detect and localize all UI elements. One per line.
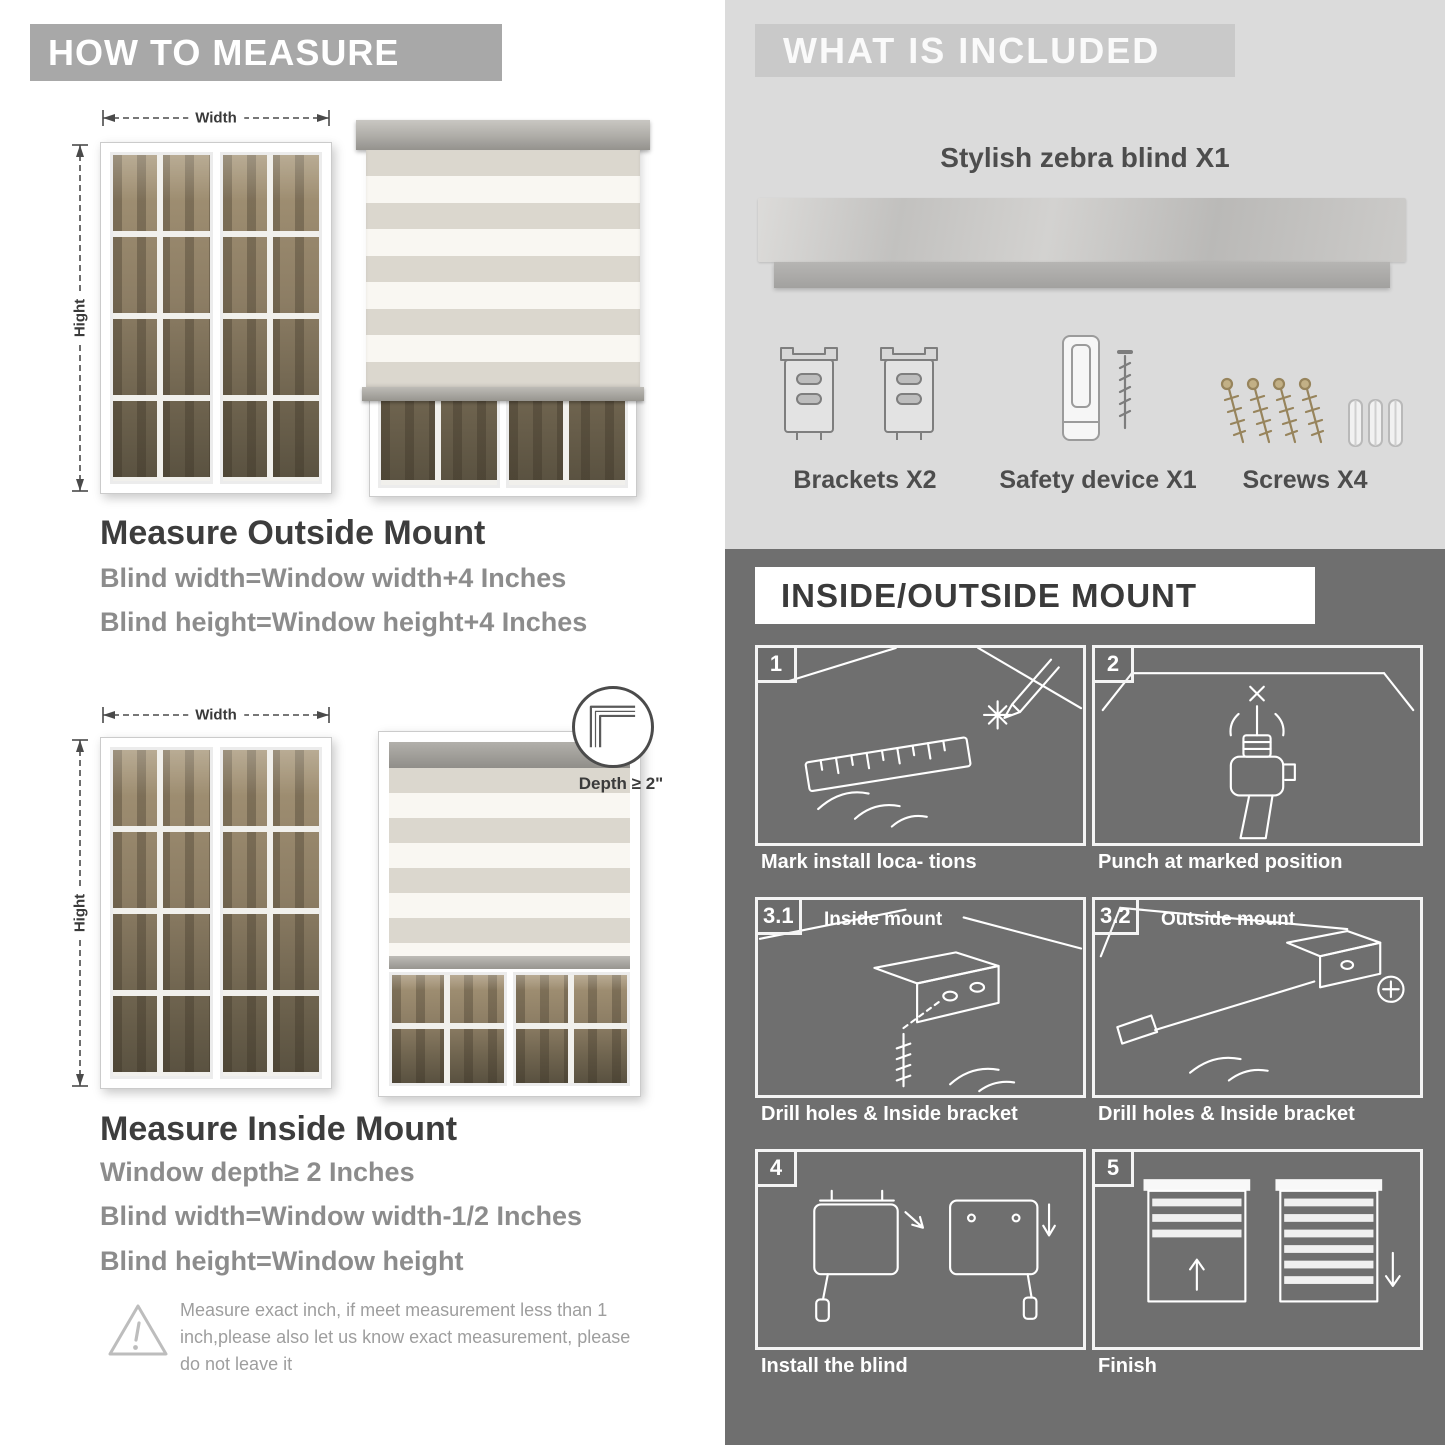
height-label: Hight [71, 886, 89, 940]
screws-label: Screws X4 [1242, 466, 1368, 494]
window-sash [110, 747, 213, 1079]
width-label: Width [188, 706, 244, 724]
depth-callout-label: Depth ≥ 2" [578, 774, 664, 793]
inside-mount-line: Blind width=Window width-1/2 Inches [100, 1201, 583, 1231]
height-arrow-inside: Hight [68, 737, 92, 1089]
height-arrow-outside: Hight [68, 142, 92, 494]
blind-inside-mount-illustration [378, 731, 641, 1097]
brackets-label: Brackets X2 [793, 466, 937, 494]
step-number-badge: 4 [755, 1149, 797, 1187]
inside-mount-heading: Measure Inside Mount [100, 1110, 458, 1148]
blind-bottomrail [362, 387, 644, 401]
step-number-badge: 3.2 [1092, 897, 1139, 935]
mark-location-art [787, 648, 1083, 828]
window-sash [110, 152, 213, 484]
window-sash [389, 972, 507, 1086]
blind-bottomrail [389, 956, 630, 969]
blind-zebra-stripes [366, 150, 640, 387]
height-label: Hight [71, 291, 89, 345]
inside-mount-label: Inside mount [824, 909, 943, 930]
inside-bracket-art [758, 908, 1083, 1093]
drill-art [1101, 672, 1415, 840]
what-is-included-banner: WHAT IS INCLUDED [755, 24, 1235, 77]
safety-device-icon [1062, 335, 1133, 441]
step-caption-5: Finish [1098, 1355, 1157, 1377]
width-arrow-inside: Width [100, 703, 332, 727]
what-is-included-section: WHAT IS INCLUDED Stylish zebra blind X1 [725, 0, 1445, 549]
step-caption-4: Install the blind [761, 1355, 908, 1377]
step-panel-1: 1 [755, 645, 1086, 846]
how-to-measure-banner: HOW TO MEASURE [30, 24, 502, 81]
outside-mount-heading: Measure Outside Mount [100, 514, 486, 552]
product-title: Stylish zebra blind X1 [940, 142, 1230, 173]
width-arrow-outside: Width [100, 106, 332, 130]
inside-outside-mount-banner: INSIDE/OUTSIDE MOUNT [755, 567, 1315, 624]
window-sash [219, 747, 322, 1079]
step-panel-5: 5 [1092, 1149, 1423, 1350]
width-label: Width [188, 109, 244, 127]
step-caption-3-2: Drill holes & Inside bracket [1098, 1103, 1355, 1125]
depth-magnifier-icon [572, 686, 654, 768]
window-illustration-inside [100, 737, 332, 1089]
step-panel-2: 2 [1092, 645, 1423, 846]
window-sash [219, 152, 322, 484]
zebra-blind-headrail-lip [774, 262, 1390, 288]
window-sash [512, 972, 630, 1086]
blind-zebra-stripes [389, 768, 630, 956]
install-blind-art [813, 1189, 1056, 1322]
measurement-warning-text: Measure exact inch, if meet measurement … [180, 1300, 631, 1374]
step-number-badge: 3.1 [755, 897, 802, 935]
outside-mount-line: Blind height=Window height+4 Inches [100, 607, 588, 637]
step-number-badge: 5 [1092, 1149, 1134, 1187]
window-illustration-outside [100, 142, 332, 494]
blind-headrail [356, 120, 650, 150]
window-panes [389, 972, 630, 1086]
brackets-icon [780, 347, 938, 441]
inside-mount-line: Window depth≥ 2 Inches [100, 1157, 415, 1187]
step-caption-2: Punch at marked position [1098, 851, 1343, 873]
step-caption-3-1: Drill holes & Inside bracket [761, 1103, 1018, 1125]
step-number-badge: 1 [755, 645, 797, 683]
mount-instructions-section: INSIDE/OUTSIDE MOUNT 1 2 [725, 549, 1445, 1445]
warning-triangle-icon [108, 1304, 168, 1356]
screws-icon [1220, 377, 1403, 447]
step-panel-4: 4 [755, 1149, 1086, 1350]
outside-mount-line: Blind width=Window width+4 Inches [100, 563, 567, 593]
step-panel-3-2: 3.2 Outside mount [1092, 897, 1423, 1098]
step-panel-3-1: 3.1 Inside mount [755, 897, 1086, 1098]
outside-bracket-art [1099, 906, 1405, 1082]
step-number-badge: 2 [1092, 645, 1134, 683]
safety-device-label: Safety device X1 [999, 466, 1197, 494]
window-corner-icon [589, 705, 636, 748]
step-caption-1: Mark install loca- tions [761, 851, 977, 873]
inside-mount-line: Blind height=Window height [100, 1246, 464, 1276]
outside-mount-label: Outside mount [1161, 909, 1296, 930]
blind-outside-mount-illustration [356, 120, 650, 497]
zebra-blind-headrail-illustration [758, 198, 1406, 262]
finish-art [1143, 1179, 1401, 1303]
